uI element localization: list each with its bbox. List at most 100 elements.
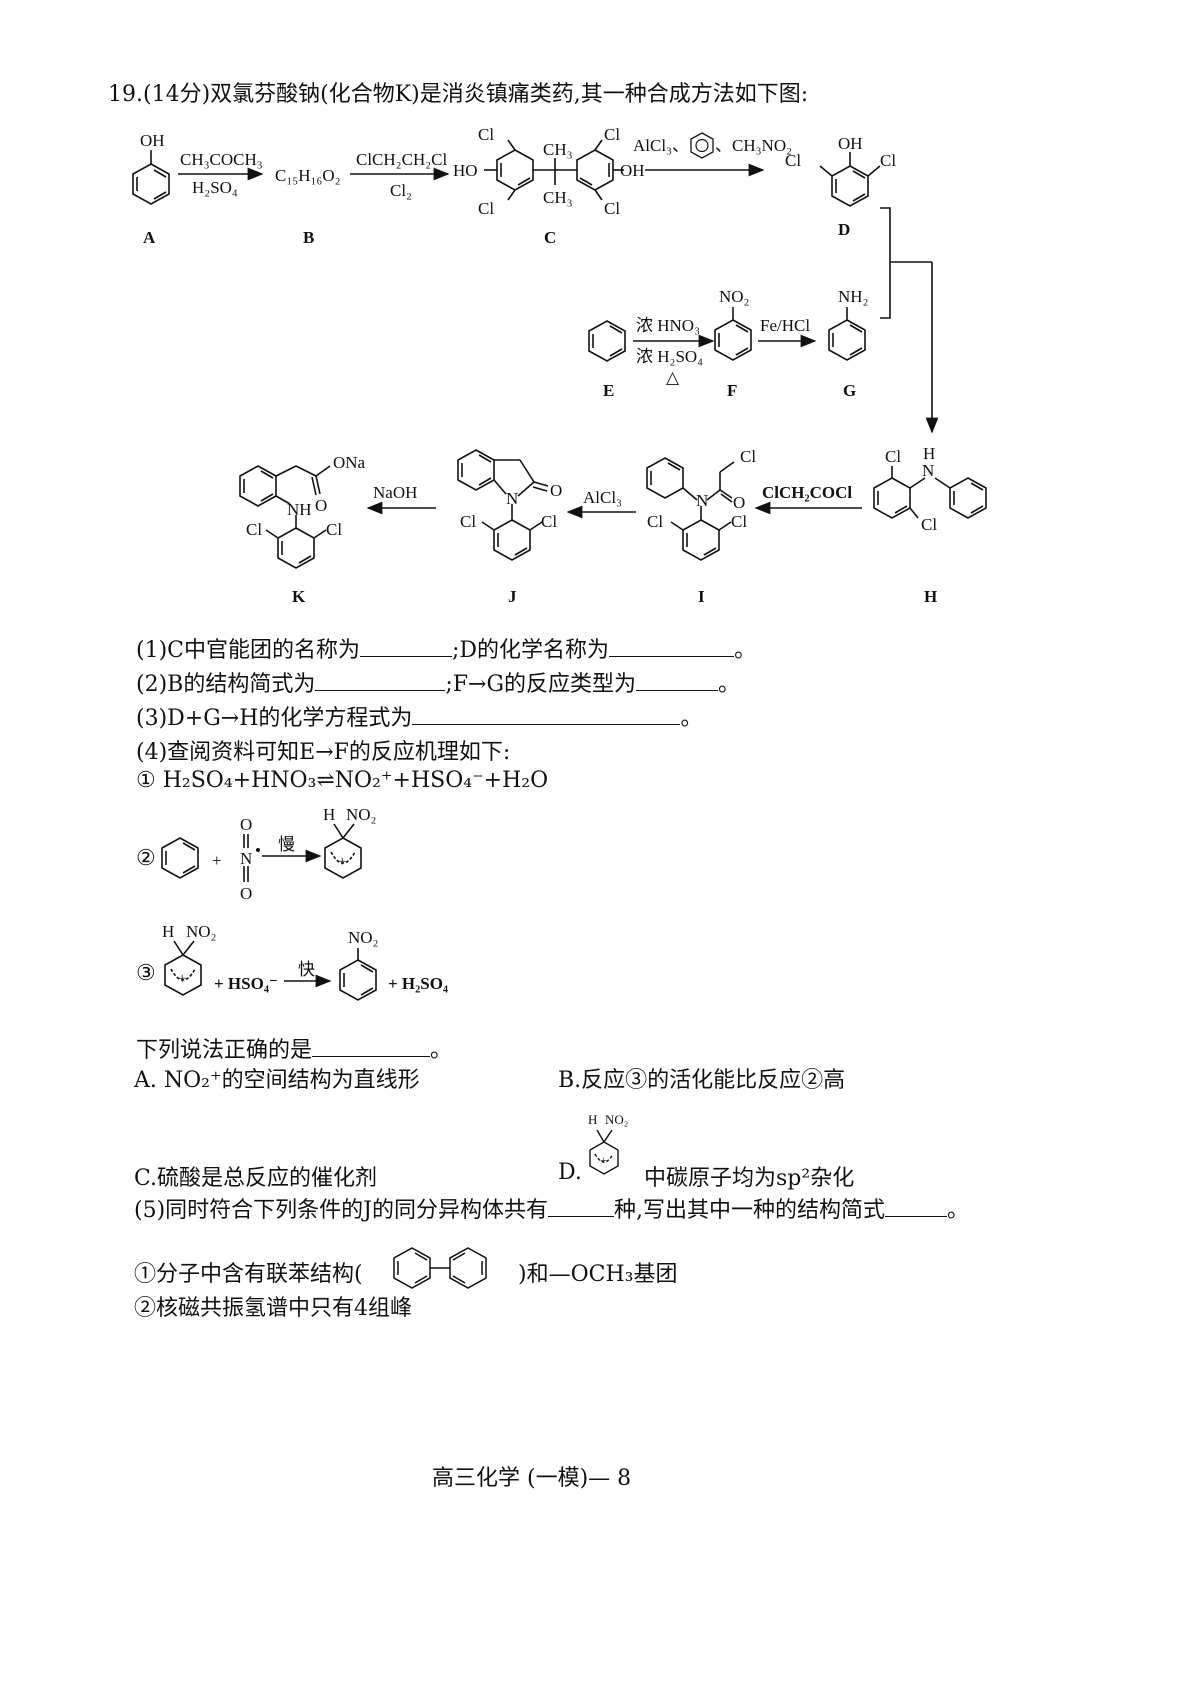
synthesis-scheme: OH A CH₃COCH₃ H₂SO₄ C₁₅H₁₆O₂ B ClCH₂CH₂C… [132,125,987,606]
reagent-text: Cl₂ [390,181,412,200]
answer-blank[interactable] [547,1193,614,1217]
reagent-benzene-icon [690,132,714,159]
reagent-text: ClCH₂COCl [762,483,852,502]
mechanism-step-1: ① H₂SO₄+HNO₃⇌NO₂⁺+HSO₄⁻+H₂O [136,768,549,793]
charge-label: + [600,1153,607,1167]
atom-label: H [588,1112,597,1127]
atom-label: NO₂ [346,805,376,824]
atom-label: Cl [460,512,476,531]
atom-label: O [240,815,252,834]
question-5: (5)同时符合下列条件的J的同分异构体共有种,写出其中一种的结构简式。 [134,1192,969,1224]
nitrobenzene-ring [339,948,377,1001]
sigma-complex [324,823,362,879]
atom-label: Cl [885,447,901,466]
atom-label: H [162,922,174,941]
charge-label: + [338,854,346,870]
charge-label: + [178,971,186,987]
compound-d-structure [819,152,881,207]
atom-label: OH [838,134,863,153]
biphenyl-structure [393,1247,487,1289]
atom-label: O [240,884,252,903]
compound-e-structure [588,320,626,362]
sigma-complex [164,940,202,996]
label-d: D [838,220,850,239]
condition-2: ②核磁共振氢谱中只有4组峰 [134,1296,412,1321]
label-g: G [843,381,856,400]
compound-g-structure [828,307,866,361]
label-e: E [603,381,614,400]
question-4: (4)查阅资料可知E→F的反应机理如下: [136,740,511,765]
option-d-suffix: 中碳原子均为sp²杂化 [644,1166,855,1191]
atom-label: N [922,461,934,480]
reagent-text: △ [666,368,680,387]
answer-blank[interactable] [884,1193,947,1217]
condition-1-start: ①分子中含有联苯结构( [134,1262,363,1287]
question-2: (2)B的结构简式为;F→G的反应类型为。 [136,666,740,698]
q1-text: (1)C中官能团的名称为 [136,638,360,663]
atom-label: OH [140,131,165,150]
reagent-text: 浓 H₂SO₄ [636,347,703,366]
benzene-ring [161,837,199,879]
atom-label: NO₂ [348,928,378,947]
condition-1-end: )和—OCH₃基团 [518,1262,678,1287]
plus-sign: + [212,851,222,870]
compound-k-structure [239,465,331,569]
q1-text: ;D的化学名称为 [452,638,610,663]
atom-label: Cl [740,447,756,466]
atom-label: Cl [246,520,262,539]
mechanism-diagram: ② + O N O 慢 + H NO₂ ③ + H NO₂ + HSO₄⁻ 快 [136,805,448,1001]
label-b: B [303,228,314,247]
label-h: H [924,587,937,606]
reagent-text: 、CH₃NO₂ [715,136,792,155]
atom-label: NH [287,500,312,519]
answer-blank[interactable] [412,701,681,725]
question-3: (3)D+G→H的化学方程式为。 [136,700,702,732]
reagent-text: AlCl₃ [583,488,622,507]
atom-label: CH₃ [543,140,573,159]
atom-label: NO₂ [605,1112,628,1127]
reagent-text: H₂SO₄ [192,178,238,197]
compound-b-formula: C₁₅H₁₆O₂ [275,166,341,185]
bracket-d-g [880,207,891,319]
atom-label: OH [620,161,645,180]
atom-label: Cl [604,199,620,218]
question-1: (1)C中官能团的名称为;D的化学名称为。 [136,632,756,664]
option-b: B.反应③的活化能比反应②高 [558,1068,846,1093]
page-footer: 高三化学 (一模)— 8 [432,1466,632,1491]
q3-text: (3)D+G→H的化学方程式为 [136,706,413,731]
atom-label: N [506,489,518,508]
nitronium-ion [243,834,260,882]
compound-a-structure [132,150,170,205]
label-j: J [508,587,517,606]
atom-label: Cl [604,125,620,144]
atom-label: NO₂ [719,287,749,306]
answer-blank[interactable] [312,1033,431,1057]
reagent-text: ClCH₂CH₂Cl [356,150,447,169]
reagent-text: CH₃COCH₃ [180,150,263,169]
reagent-text: NaOH [373,483,417,502]
atom-label: CH₃ [543,188,573,207]
atom-label: Cl [647,512,663,531]
atom-label: Cl [541,512,557,531]
reagent-text: + HSO₄⁻ [214,974,278,993]
compound-j-structure [457,449,549,561]
atom-label: NH₂ [838,287,868,306]
atom-label: ONa [333,453,366,472]
fast-label: 快 [298,960,315,979]
answer-blank[interactable] [360,633,452,657]
atom-label: Cl [326,520,342,539]
reagent-text: + H₂SO₄ [388,974,448,993]
answer-blank[interactable] [609,633,735,657]
compound-h-structure [873,466,987,519]
atom-label: Cl [880,151,896,170]
option-c: C.硫酸是总反应的催化剂 [134,1166,378,1191]
atom-label: Cl [785,151,801,170]
atom-label: H [923,444,935,463]
option-a: A. NO₂⁺的空间结构为直线形 [134,1068,420,1093]
compound-c-structure [484,139,624,201]
answer-blank[interactable] [636,667,719,691]
question-header: 19.(14分)双氯芬酸钠(化合物K)是消炎镇痛类药,其一种合成方法如下图: [108,82,809,107]
atom-label: Cl [478,199,494,218]
answer-blank[interactable] [315,667,446,691]
atom-label: Cl [731,512,747,531]
